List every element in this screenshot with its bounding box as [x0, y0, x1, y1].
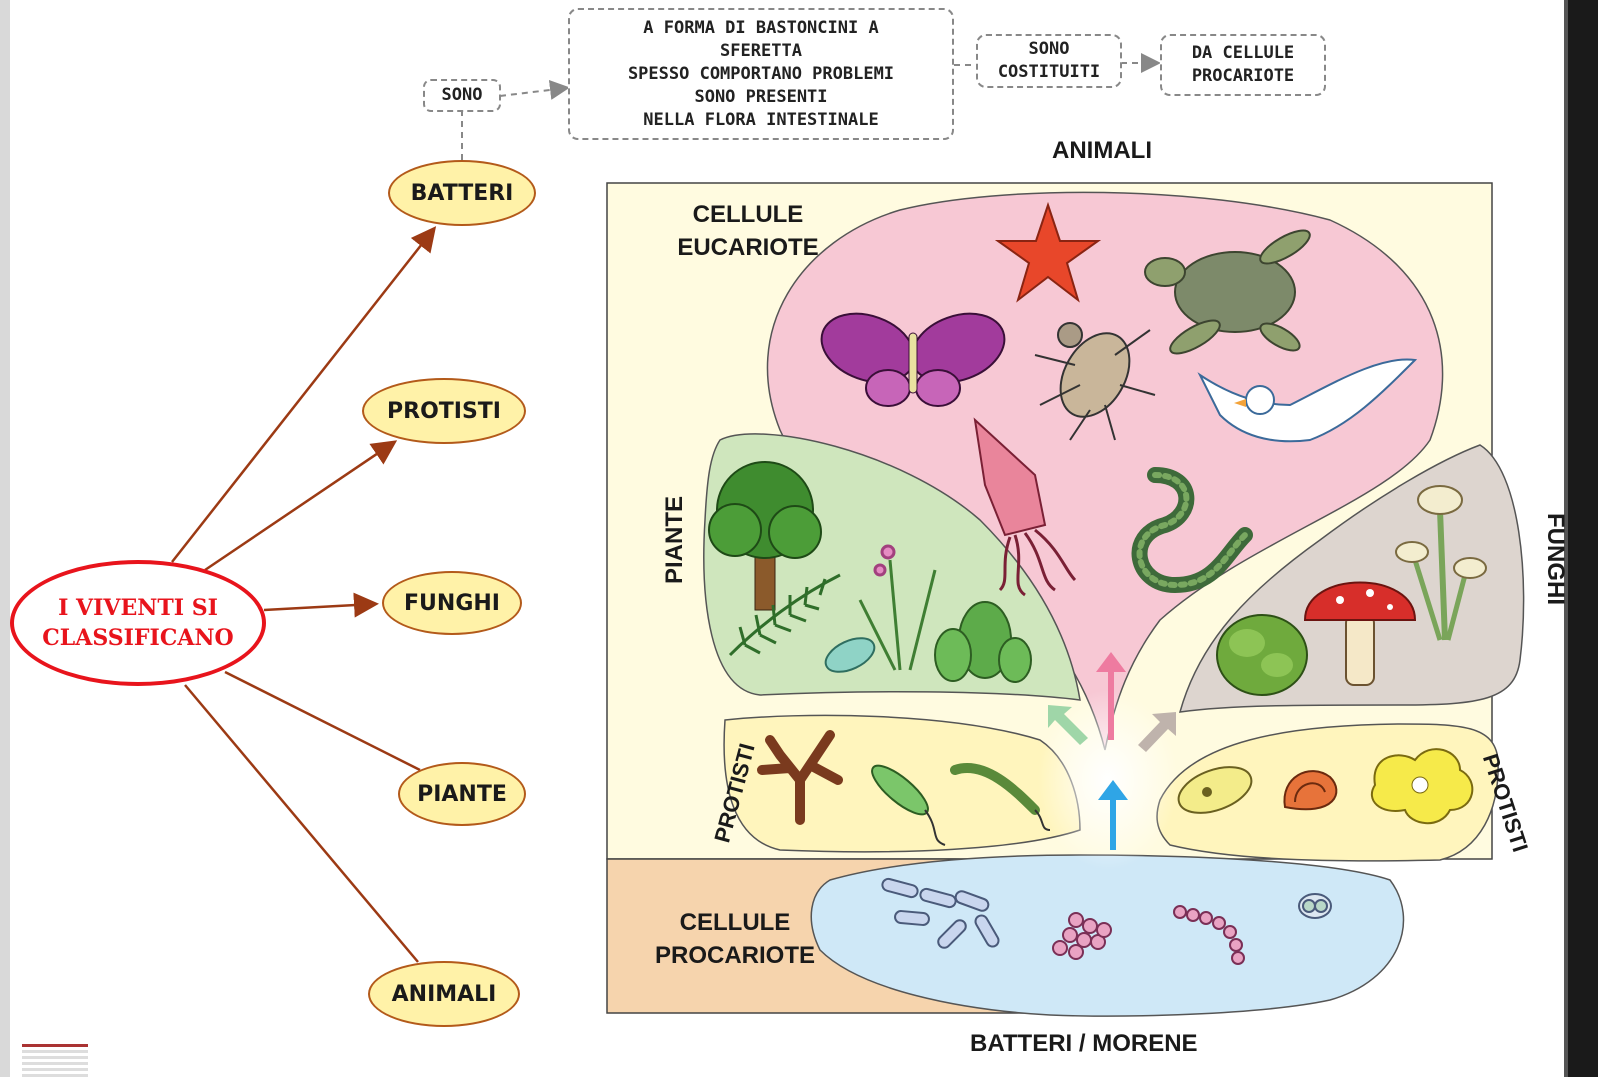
root-node-classificano: I VIVENTI SI CLASSIFICANO [10, 560, 266, 686]
node-animali-label: ANIMALI [392, 982, 497, 1007]
node-batteri-label: BATTERI [411, 181, 514, 206]
label-batteri-morene: BATTERI / MORENE [970, 1030, 1198, 1058]
node-funghi: FUNGHI [382, 571, 522, 635]
node-funghi-label: FUNGHI [404, 591, 500, 616]
moss-icon [1217, 615, 1307, 695]
desc-line-5: NELLA FLORA INTESTINALE [643, 109, 878, 132]
desc-line-4: SONO PRESENTI [694, 86, 827, 109]
link-sono: SONO [423, 79, 501, 112]
conclusion-procariote-box: DA CELLULE PROCARIOTE [1160, 34, 1326, 96]
label-piante: PIANTE [661, 485, 689, 595]
root-line-2: CLASSIFICANO [42, 623, 233, 653]
node-piante-label: PIANTE [417, 782, 507, 807]
node-batteri: BATTERI [388, 160, 536, 226]
label-cellule-eucariote: CELLULE EUCARIOTE [655, 198, 841, 264]
book-logo-icon [22, 1044, 88, 1077]
arrow-to-animali [185, 685, 418, 962]
desc-line-1: A FORMA DI BASTONCINI A [643, 17, 878, 40]
arrow-to-protisti [205, 443, 393, 570]
root-line-1: I VIVENTI SI [58, 593, 218, 623]
label-funghi: FUNGHI [1541, 504, 1569, 614]
node-animali: ANIMALI [368, 961, 520, 1027]
label-animali-top: ANIMALI [1052, 137, 1152, 165]
arrow-to-funghi [264, 604, 374, 610]
desc-line-3: SPESSO COMPORTANO PROBLEMI [628, 63, 894, 86]
tree-of-life-figure [607, 183, 1524, 1016]
desc-line-2: SFERETTA [720, 40, 802, 63]
link-sono-costituiti: SONO COSTITUITI [976, 34, 1122, 88]
node-protisti-label: PROTISTI [387, 399, 501, 424]
batteri-description-box: A FORMA DI BASTONCINI A SFERETTA SPESSO … [568, 8, 954, 140]
node-piante: PIANTE [398, 762, 526, 826]
node-protisti: PROTISTI [362, 378, 526, 444]
label-cellule-procariote: CELLULE PROCARIOTE [630, 906, 840, 972]
arrow-to-piante [225, 672, 420, 770]
